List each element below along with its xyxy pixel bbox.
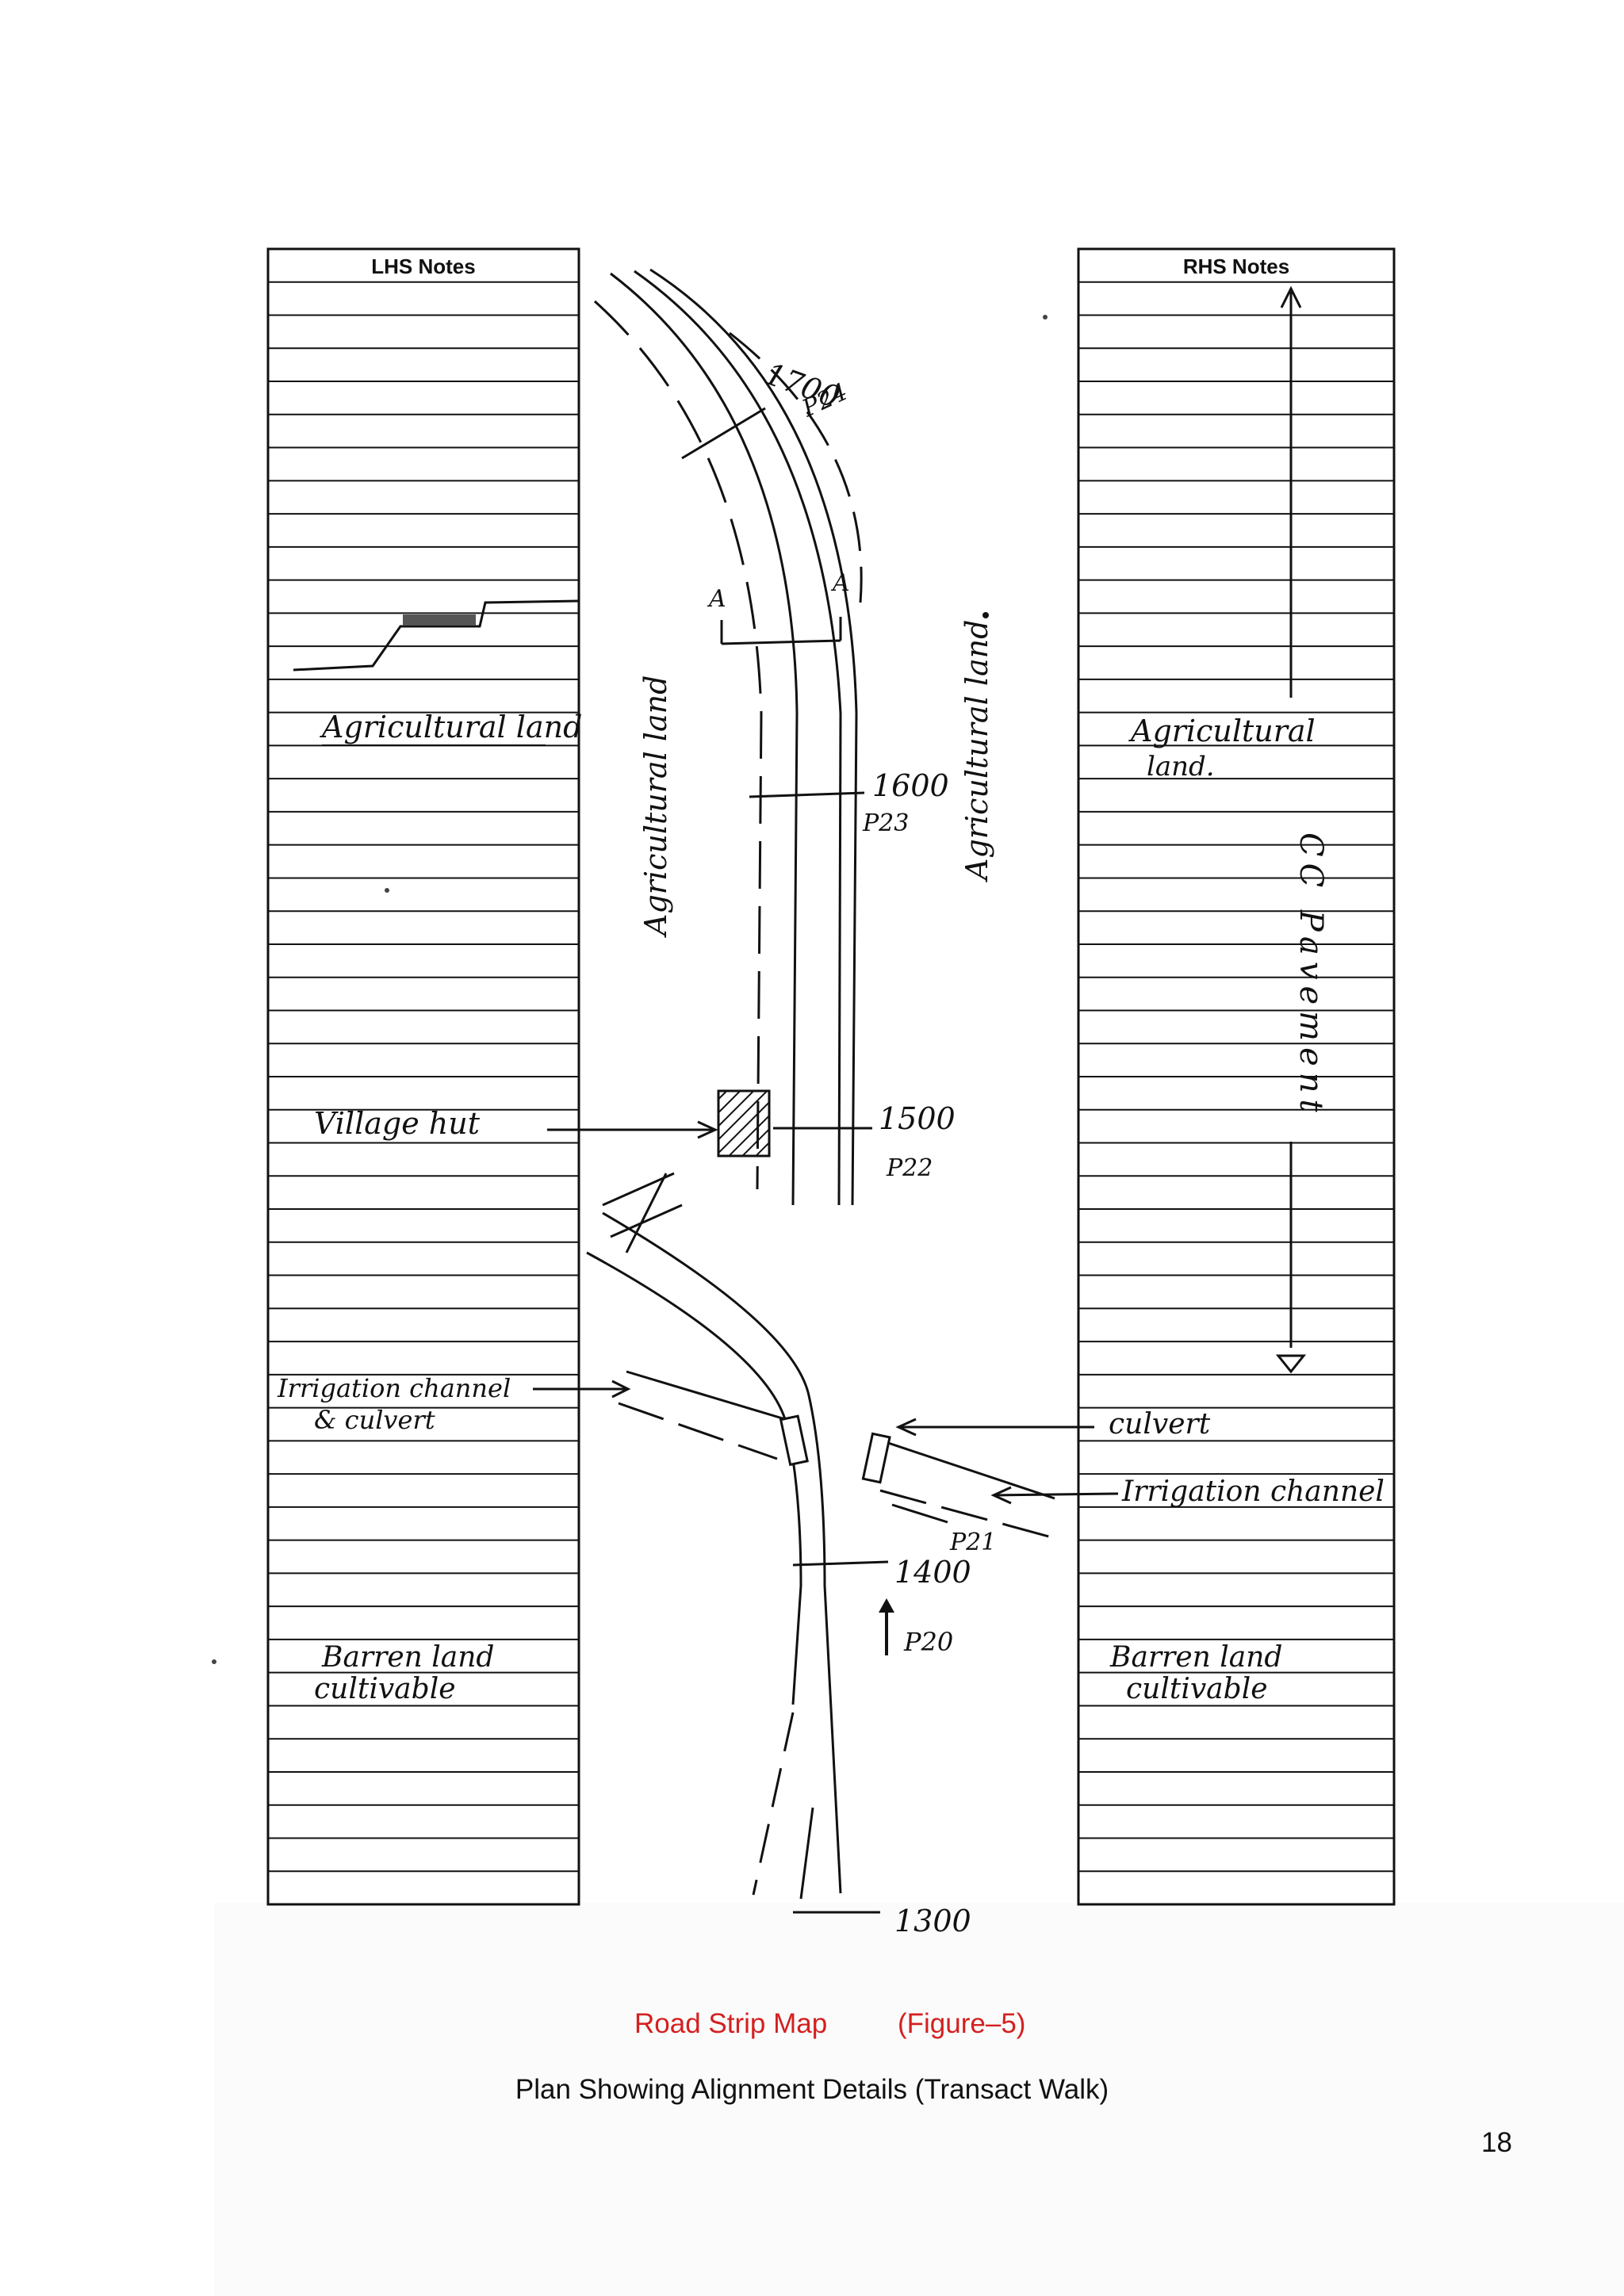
rhs-note-agricultural-2: land. bbox=[1147, 751, 1215, 783]
section-line-a-a bbox=[721, 639, 841, 645]
chainage-1400: 1400 bbox=[894, 1555, 971, 1590]
rhs-note-barren-2: cultivable bbox=[1126, 1673, 1268, 1705]
chainage-1600: 1600 bbox=[872, 768, 949, 803]
rhs-notes-border bbox=[1077, 247, 1396, 1906]
rhs-note-agricultural-1: Agricultural bbox=[1128, 714, 1316, 748]
road-lower-edge-left bbox=[586, 1251, 802, 1705]
pavement-arrowhead-up bbox=[1280, 285, 1302, 308]
chainage-tick-1700 bbox=[681, 407, 766, 460]
irrigation-channel-left-top bbox=[626, 1370, 786, 1421]
photo-point-p23: P23 bbox=[862, 809, 909, 837]
rhs-note-irrigation: Irrigation channel bbox=[1121, 1475, 1385, 1508]
lhs-note-irrigation-2: & culvert bbox=[314, 1405, 435, 1435]
chainage-1500: 1500 bbox=[879, 1101, 956, 1136]
side-label-left-land: Agricultural land bbox=[638, 675, 673, 938]
photo-point-p21-arrow bbox=[891, 1503, 948, 1524]
scan-speck bbox=[1043, 315, 1048, 320]
pavement-arrowhead-down bbox=[1275, 1354, 1307, 1374]
road-edge-left-inner bbox=[634, 270, 842, 1206]
side-track-2 bbox=[610, 1203, 683, 1238]
lhs-note-irrigation-1: Irrigation channel bbox=[277, 1373, 511, 1403]
photo-point-p22: P22 bbox=[886, 1154, 933, 1182]
lhs-notes-table bbox=[268, 281, 579, 1873]
rhs-note-barren-1: Barren land bbox=[1109, 1641, 1282, 1674]
road-edge-left-outer bbox=[610, 272, 799, 1206]
scan-speck bbox=[212, 1659, 216, 1664]
irrigation-channel-right-bottom bbox=[879, 1489, 1055, 1540]
chainage-tick-1400 bbox=[792, 1560, 889, 1567]
irrigation-left-leader-arrow bbox=[611, 1380, 631, 1399]
side-track-3 bbox=[625, 1173, 668, 1253]
culvert-right-leader-arrow bbox=[895, 1418, 917, 1437]
chainage-1300: 1300 bbox=[894, 1904, 971, 1938]
road-lower-edge-right bbox=[602, 1211, 842, 1894]
lhs-notes-border bbox=[266, 247, 580, 1906]
lhs-note-barren-1: Barren land bbox=[321, 1641, 494, 1674]
irrigation-right-leader bbox=[994, 1492, 1119, 1497]
road-shoulder-left bbox=[593, 300, 763, 1190]
rhs-note-culvert: culvert bbox=[1109, 1408, 1211, 1441]
photo-point-p21: P21 bbox=[949, 1529, 996, 1556]
page-number: 18 bbox=[1481, 2127, 1512, 2158]
section-mark-right: A bbox=[830, 569, 850, 597]
lhs-note-agricultural: Agricultural land bbox=[320, 710, 582, 744]
road-lower-shoulder bbox=[752, 1712, 795, 1896]
cross-section-sketch bbox=[293, 599, 580, 672]
culvert-right bbox=[861, 1432, 891, 1484]
lhs-note-village-hut: Village hut bbox=[314, 1106, 481, 1141]
dot-marker bbox=[982, 612, 989, 618]
rhs-notes-table bbox=[1078, 281, 1394, 1873]
side-label-right-land: Agricultural land bbox=[959, 620, 994, 882]
irrigation-right-leader-arrow bbox=[990, 1486, 1012, 1505]
lhs-notes-header: LHS Notes bbox=[371, 254, 475, 278]
photo-point-p20: P20 bbox=[903, 1627, 953, 1657]
irrigation-channel-right-top bbox=[887, 1441, 1055, 1500]
road-edge-right-inner bbox=[649, 268, 858, 1206]
figure-subcaption: Plan Showing Alignment Details (Transact… bbox=[515, 2074, 1109, 2105]
figure-caption-title: Road Strip Map bbox=[634, 2008, 828, 2039]
village-hut-leader-arrow bbox=[697, 1120, 718, 1139]
photo-point-p20-arrowhead bbox=[879, 1598, 894, 1613]
village-hut-symbol bbox=[717, 1089, 771, 1158]
chainage-tick-1600 bbox=[749, 791, 865, 798]
road-centre-mark bbox=[799, 1807, 814, 1900]
rhs-note-pavement: CC Pavement bbox=[1293, 832, 1329, 1119]
irrigation-channel-left-bottom bbox=[618, 1402, 778, 1460]
scan-shading bbox=[214, 1903, 1624, 2296]
cross-section-hatch bbox=[403, 614, 476, 626]
rhs-notes-header: RHS Notes bbox=[1183, 254, 1289, 278]
culvert-left bbox=[779, 1414, 809, 1467]
lhs-note-barren-2: cultivable bbox=[314, 1673, 456, 1705]
section-mark-left: A bbox=[707, 585, 726, 613]
figure-caption-ref: (Figure–5) bbox=[898, 2008, 1026, 2039]
scan-speck bbox=[385, 888, 389, 893]
